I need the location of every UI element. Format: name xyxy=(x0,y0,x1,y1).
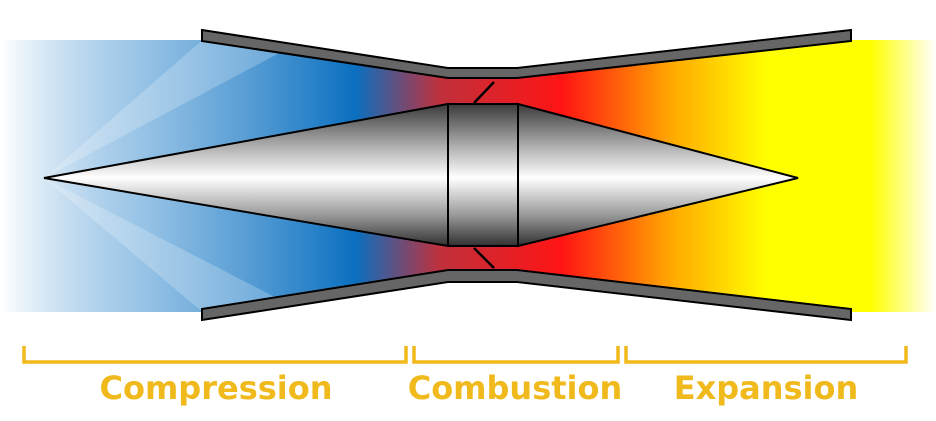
compression-bracket xyxy=(22,346,408,364)
casing-top-wall xyxy=(201,28,852,79)
casing-bottom-wall xyxy=(201,269,852,322)
tail-cone xyxy=(517,102,799,248)
intake-shock-upper xyxy=(44,42,300,178)
combustor-section xyxy=(447,103,519,247)
expansion-label: Expansion xyxy=(673,369,859,407)
compression-label: Compression xyxy=(99,369,333,407)
flame-holder-lower xyxy=(473,247,495,269)
flame-holder-upper xyxy=(473,81,495,104)
combustion-label: Combustion xyxy=(407,369,623,407)
intake-shock-lower xyxy=(44,178,300,310)
combustion-bracket xyxy=(412,346,620,364)
expansion-bracket xyxy=(624,346,908,364)
